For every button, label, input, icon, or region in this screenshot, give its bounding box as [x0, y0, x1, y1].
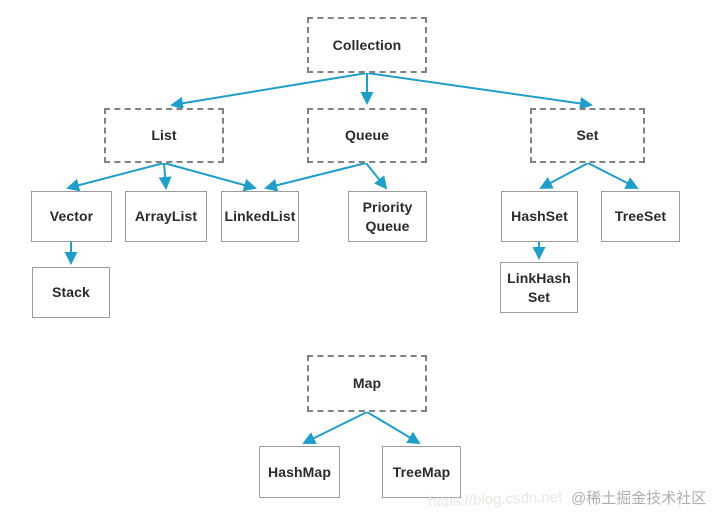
node-queue: Queue — [307, 108, 427, 163]
node-hashmap: HashMap — [259, 446, 340, 498]
edge-map-to-treemap — [366, 411, 421, 444]
edge-set-to-hashset — [539, 162, 589, 189]
node-linkhash-set: LinkHash Set — [500, 262, 578, 313]
node-collection: Collection — [307, 17, 427, 73]
node-map: Map — [307, 355, 427, 412]
node-treemap: TreeMap — [382, 446, 461, 498]
edge-queue-to-linkedlist — [264, 162, 367, 192]
node-linkedlist: LinkedList — [221, 191, 299, 242]
edge-set-to-treeset — [587, 162, 639, 189]
edge-collection-to-list — [170, 72, 368, 110]
edge-list-to-linkedlist — [163, 162, 257, 192]
node-arraylist: ArrayList — [125, 191, 207, 242]
edge-list-to-arraylist — [158, 162, 172, 190]
node-priority-queue: Priority Queue — [348, 191, 427, 242]
node-hashset: HashSet — [501, 191, 578, 242]
node-vector: Vector — [31, 191, 112, 242]
watermark-community: @稀土掘金技术社区 — [571, 490, 707, 507]
node-stack: Stack — [32, 267, 110, 318]
node-treeset: TreeSet — [601, 191, 680, 242]
node-set: Set — [530, 108, 645, 163]
edge-queue-to-priority-queue — [365, 162, 388, 190]
node-list: List — [104, 108, 224, 163]
edge-list-to-vector — [66, 162, 165, 192]
edge-map-to-hashmap — [302, 411, 368, 444]
edge-collection-to-set — [366, 72, 593, 110]
